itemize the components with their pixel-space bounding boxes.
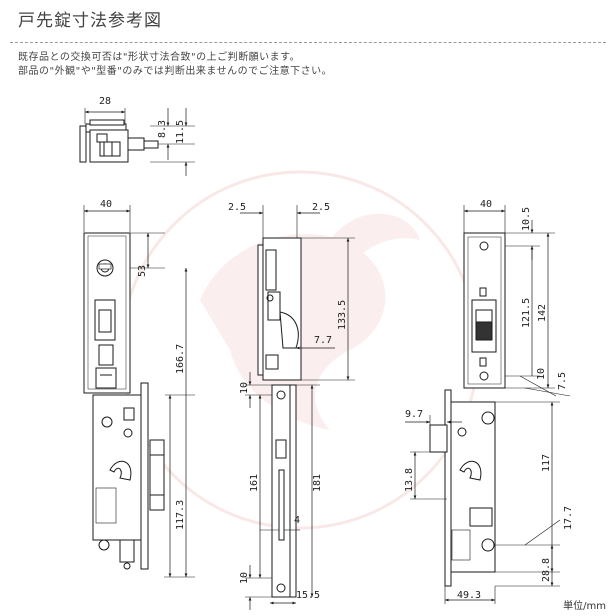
right-front-view: [405, 205, 571, 604]
dim-top-h1: 8.3: [157, 120, 168, 138]
dim-left-total: 166.7: [175, 344, 186, 374]
dim-left-cyl: 53: [137, 265, 148, 277]
note-line-2: 部品の"外観"や"型番"のみでは判断出来ませんのでご注意下さい。: [18, 66, 333, 77]
header: 戸先錠寸法参考図: [0, 0, 616, 46]
dim-left-lower: 117.3: [175, 500, 186, 530]
middle-side-view: [240, 205, 355, 610]
dim-mid-left-offset: 2.5: [228, 202, 246, 213]
dim-mid-height: 133.5: [337, 300, 348, 330]
top-view: [79, 108, 195, 176]
dim-mid-depth: 7.7: [314, 335, 332, 346]
dim-right-gap: 10: [536, 368, 547, 380]
left-front-view: [83, 205, 195, 578]
dim-top-width: 28: [99, 96, 111, 107]
dim-right-case-low: 17.7: [563, 506, 574, 530]
dim-mid-span: 161: [249, 474, 260, 492]
dim-mid-bottom-width: 15.5: [296, 590, 320, 601]
dim-mid-total: 181: [312, 474, 323, 492]
dim-mid-right-offset: 2.5: [312, 202, 330, 213]
dim-right-h1: 121.5: [521, 298, 532, 328]
title-divider: [10, 42, 606, 43]
dim-right-bottom: 28.8: [541, 558, 552, 582]
dim-right-top: 10.5: [521, 207, 532, 231]
note-line-1: 既存品との交換可否は"形状寸法合致"の上ご判断願います。: [18, 52, 301, 63]
dim-right-case: 117: [541, 454, 552, 472]
dim-mid-top-margin: 10: [239, 382, 250, 394]
dim-mid-bottom-margin: 10: [239, 572, 250, 584]
dimension-labels: 28 8.3 11.5 40 53 166.7 117.3 2.5 2.5 13…: [99, 96, 574, 601]
dim-right-width: 40: [480, 199, 492, 210]
dim-top-h2: 11.5: [175, 120, 186, 144]
dim-right-h2: 142: [537, 304, 548, 322]
dim-right-latch: 9.7: [405, 409, 423, 420]
dim-right-gap2: 7.5: [557, 372, 568, 390]
dim-right-bottom-width: 49.3: [457, 590, 481, 601]
dim-left-width: 40: [100, 199, 112, 210]
dim-mid-slot: 4: [294, 515, 300, 526]
unit-label: 単位/mm: [563, 601, 606, 612]
dim-right-latch-h: 13.8: [404, 468, 415, 492]
page-title: 戸先錠寸法参考図: [18, 11, 162, 31]
